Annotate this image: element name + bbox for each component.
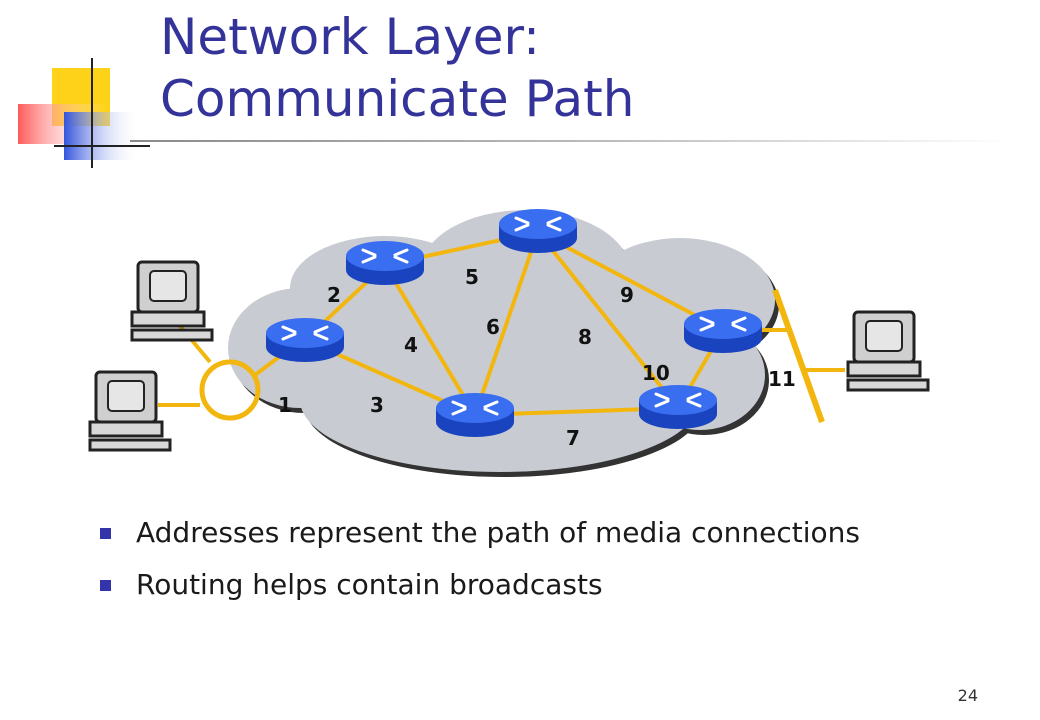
router-icon (637, 383, 719, 431)
bullet-square-icon (100, 580, 111, 591)
bullet-text: Addresses represent the path of media co… (136, 516, 860, 549)
bullet-square-icon (100, 528, 111, 539)
link-label-5: 5 (465, 265, 479, 289)
workstation-icon (88, 370, 172, 452)
bullet-text: Routing helps contain broadcasts (136, 568, 603, 601)
slide-title: Network Layer: Communicate Path (160, 6, 634, 130)
title-underline (130, 140, 1010, 142)
bullet-item: Routing helps contain broadcasts (100, 568, 860, 602)
link-label-2: 2 (327, 283, 341, 307)
title-line-1: Network Layer: (160, 8, 541, 66)
title-decoration (18, 58, 150, 168)
link-label-6: 6 (486, 315, 500, 339)
link-label-10: 10 (642, 361, 670, 385)
bullet-item: Addresses represent the path of media co… (100, 516, 860, 550)
bullet-list: Addresses represent the path of media co… (100, 516, 860, 620)
link-label-9: 9 (620, 283, 634, 307)
link-label-3: 3 (370, 393, 384, 417)
router-icon (344, 239, 426, 287)
router-icon (264, 316, 346, 364)
workstation-icon (846, 310, 930, 392)
link-label-4: 4 (404, 333, 418, 357)
title-line-2: Communicate Path (160, 70, 635, 128)
router-icon (682, 307, 764, 355)
page-number: 24 (957, 686, 978, 705)
network-diagram: 1 2 3 4 5 6 7 8 9 10 11 (88, 207, 930, 477)
link-label-11: 11 (768, 367, 796, 391)
router-icon (497, 207, 579, 255)
link-label-7: 7 (566, 426, 580, 450)
workstation-icon (130, 260, 214, 342)
router-icon (434, 391, 516, 439)
link-label-8: 8 (578, 325, 592, 349)
link-label-1: 1 (278, 393, 292, 417)
